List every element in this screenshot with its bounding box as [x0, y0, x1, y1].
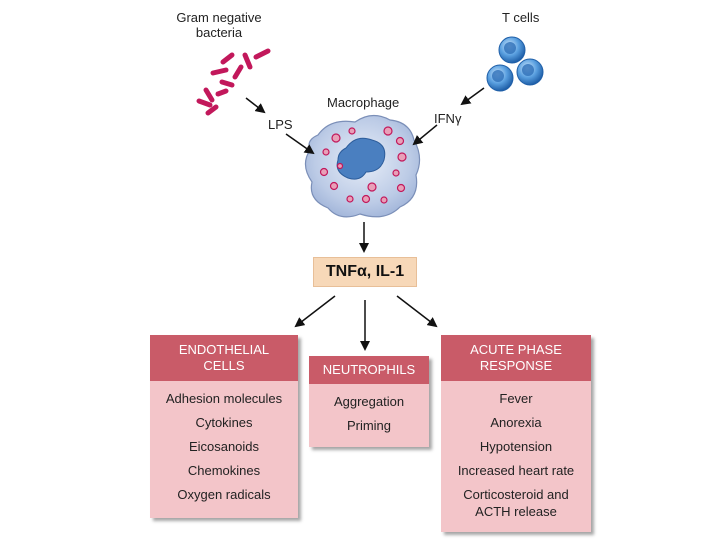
endothelial-item: Eicosanoids [188, 439, 260, 454]
arrow-bacteria-lps [245, 97, 266, 114]
endothelial-header-line2: CELLS [203, 358, 245, 373]
t-cells [486, 36, 544, 92]
arrows [245, 87, 485, 351]
acute-phase-item: Corticosteroid and ACTH release [463, 487, 569, 519]
neutrophils-header-line1: NEUTROPHILS [322, 362, 416, 377]
arrow-ifn-macrophage [412, 124, 438, 146]
bacteria-label: Gram negative bacteria [159, 10, 279, 40]
bacteria-cluster [196, 48, 271, 116]
arrow-tcells-ifn [460, 87, 485, 106]
neutrophils-item: Priming [346, 418, 392, 433]
tcells-label: T cells [502, 10, 540, 25]
arrow-lps-macrophage [285, 133, 315, 155]
endothelial-box: ENDOTHELIAL CELLS Adhesion molecules Cyt… [150, 335, 298, 518]
acute-phase-item: Anorexia [490, 415, 542, 430]
lps-label: LPS [268, 117, 293, 132]
acute-phase-header: ACUTE PHASE RESPONSE [441, 335, 591, 381]
granules [319, 126, 407, 204]
endothelial-header: ENDOTHELIAL CELLS [150, 335, 298, 381]
acute-phase-item: Increased heart rate [457, 463, 575, 478]
bacteria-label-line2: bacteria [195, 25, 243, 40]
arrow-cytokines-acute [396, 295, 438, 328]
acute-phase-header-line2: RESPONSE [479, 358, 553, 373]
endothelial-item: Chemokines [187, 463, 261, 478]
acute-phase-item: Fever [499, 391, 533, 406]
ifn-label: IFNγ [434, 111, 462, 126]
endothelial-item: Cytokines [195, 415, 253, 430]
endothelial-item: Oxygen radicals [177, 487, 271, 502]
macrophage [304, 114, 421, 218]
neutrophils-header: NEUTROPHILS [309, 356, 429, 384]
macrophage-label: Macrophage [327, 95, 400, 110]
acute-phase-item: Hypotension [479, 439, 553, 454]
acute-phase-header-line1: ACUTE PHASE [470, 342, 562, 357]
endothelial-header-line1: ENDOTHELIAL [178, 342, 270, 357]
cytokines-box: TNFα, IL-1 [313, 257, 417, 287]
neutrophils-item: Aggregation [333, 394, 405, 409]
endothelial-item: Adhesion molecules [165, 391, 283, 406]
arrow-cytokines-endothelial [294, 295, 336, 328]
neutrophils-box: NEUTROPHILS Aggregation Priming [309, 356, 429, 447]
acute-phase-box: ACUTE PHASE RESPONSE Fever Anorexia Hypo… [441, 335, 591, 532]
bacteria-label-line1: Gram negative [176, 10, 262, 25]
